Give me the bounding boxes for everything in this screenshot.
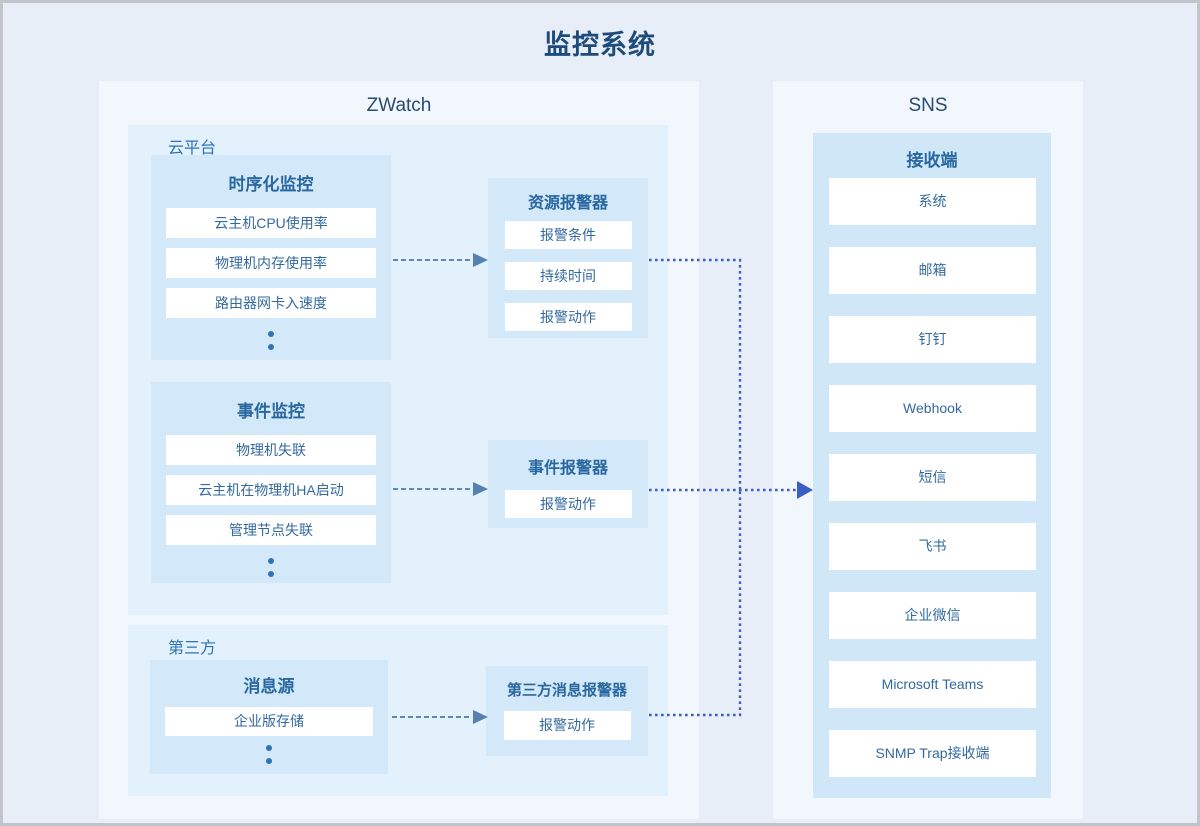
list-item: 报警动作 <box>504 303 632 331</box>
resource-alarm-block: 资源报警器 报警条件 持续时间 报警动作 <box>488 178 648 338</box>
list-item: 管理节点失联 <box>166 515 376 545</box>
vertical-ellipsis-icon <box>151 555 391 577</box>
receiver-item: Webhook <box>829 385 1036 432</box>
sns-panel: SNS 接收端 系统 邮箱 钉钉 Webhook 短信 飞书 企业微信 Micr… <box>773 81 1083 819</box>
receiver-item: 邮箱 <box>829 247 1036 294</box>
event-monitor-block: 事件监控 物理机失联 云主机在物理机HA启动 管理节点失联 <box>151 382 391 583</box>
cloud-platform-section: 云平台 时序化监控 云主机CPU使用率 物理机内存使用率 路由器网卡入速度 事件… <box>128 125 668 615</box>
third-party-label: 第三方 <box>168 640 217 657</box>
list-item: 物理机内存使用率 <box>166 248 376 278</box>
event-alarm-block: 事件报警器 报警动作 <box>488 440 648 528</box>
receiver-title: 接收端 <box>906 151 958 170</box>
timeseries-monitor-title: 时序化监控 <box>228 175 314 194</box>
message-source-title: 消息源 <box>243 677 295 696</box>
list-item: 报警动作 <box>503 711 631 740</box>
receiver-item: 钉钉 <box>829 316 1036 363</box>
list-item: 路由器网卡入速度 <box>166 288 376 318</box>
event-alarm-title: 事件报警器 <box>527 460 608 477</box>
list-item: 物理机失联 <box>166 435 376 465</box>
timeseries-monitor-block: 时序化监控 云主机CPU使用率 物理机内存使用率 路由器网卡入速度 <box>151 155 391 360</box>
vertical-ellipsis-icon <box>151 328 391 350</box>
third-party-alarm-title: 第三方消息报警器 <box>506 682 627 699</box>
list-item: 云主机在物理机HA启动 <box>166 475 376 505</box>
receiver-item: 飞书 <box>829 523 1036 570</box>
receiver-item: SNMP Trap接收端 <box>829 730 1036 777</box>
list-item: 报警条件 <box>504 221 632 249</box>
sns-panel-title: SNS <box>908 95 948 116</box>
list-item: 企业版存储 <box>165 707 373 736</box>
zwatch-panel: ZWatch 云平台 时序化监控 云主机CPU使用率 物理机内存使用率 路由器网… <box>99 81 699 819</box>
receiver-section: 接收端 系统 邮箱 钉钉 Webhook 短信 飞书 企业微信 Microsof… <box>813 133 1051 798</box>
list-item: 持续时间 <box>504 262 632 290</box>
message-source-block: 消息源 企业版存储 <box>150 660 388 774</box>
resource-alarm-title: 资源报警器 <box>527 195 608 212</box>
third-party-section: 第三方 消息源 企业版存储 第三方消息报警器 报警动作 <box>128 625 668 796</box>
vertical-ellipsis-icon <box>150 745 388 764</box>
third-party-alarm-block: 第三方消息报警器 报警动作 <box>486 666 648 756</box>
cloud-platform-label: 云平台 <box>168 140 217 157</box>
zwatch-panel-title: ZWatch <box>366 95 432 116</box>
list-item: 云主机CPU使用率 <box>166 208 376 238</box>
receiver-item: 企业微信 <box>829 592 1036 639</box>
page-title: 监控系统 <box>544 30 656 60</box>
receiver-item: 短信 <box>829 454 1036 501</box>
list-item: 报警动作 <box>504 490 632 518</box>
receiver-item: Microsoft Teams <box>829 661 1036 708</box>
receiver-item: 系统 <box>829 178 1036 225</box>
event-monitor-title: 事件监控 <box>237 402 305 421</box>
